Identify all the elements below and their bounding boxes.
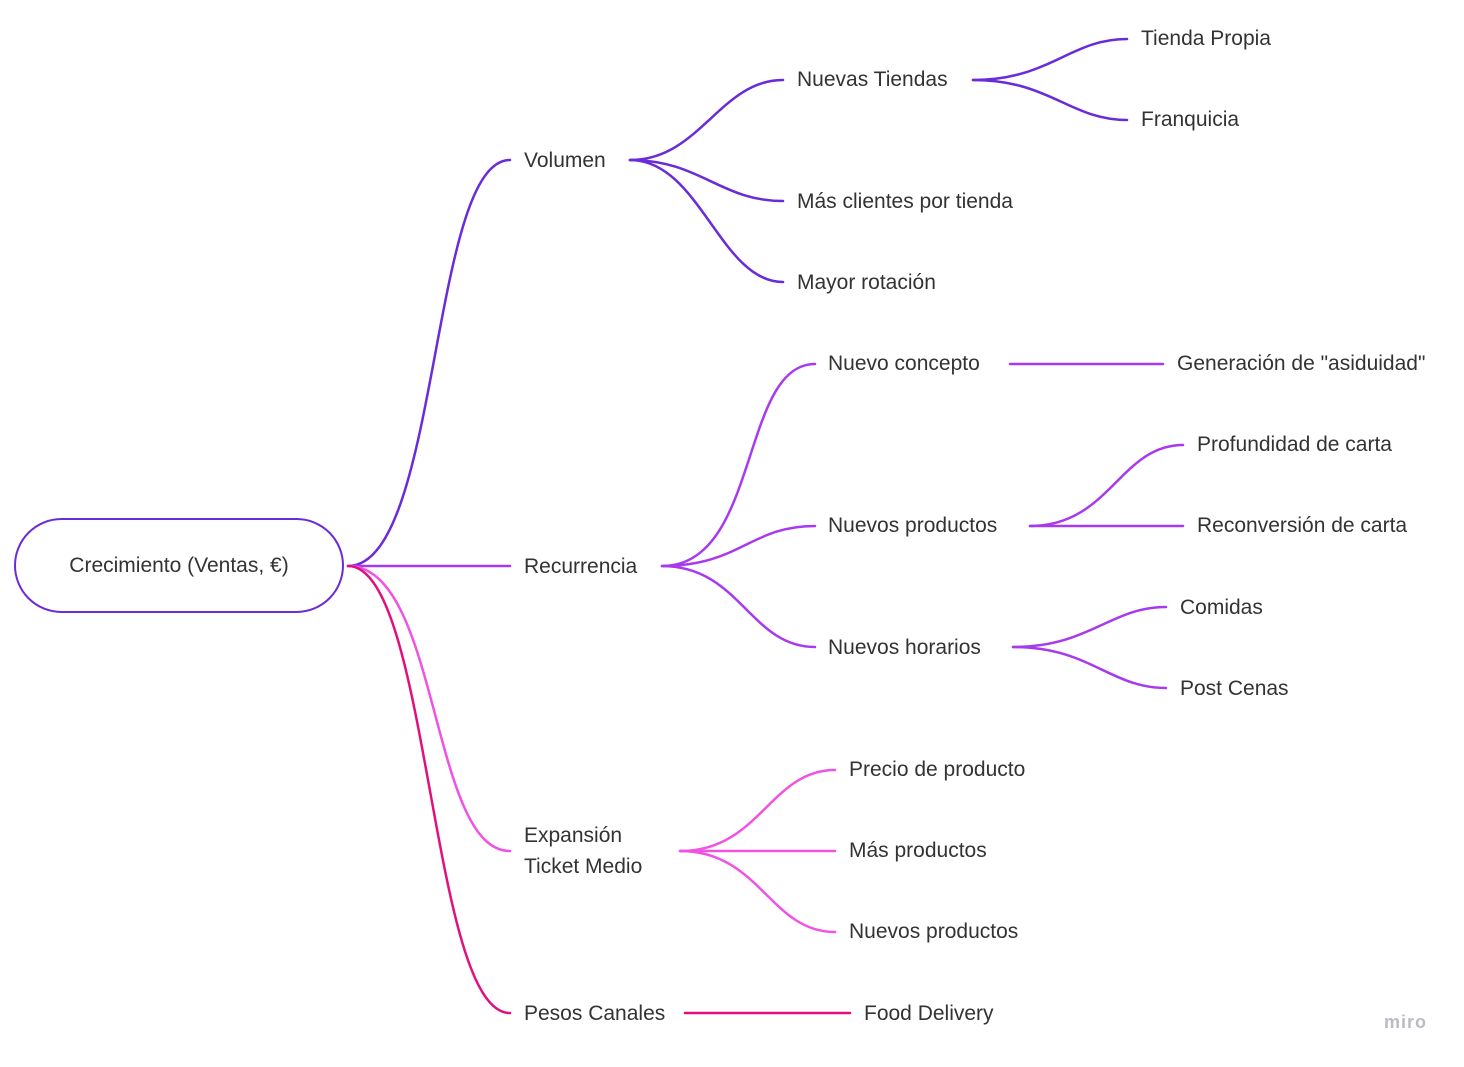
- node-reconversion-carta[interactable]: Reconversión de carta: [1197, 514, 1408, 537]
- node-nuevos-productos-ticket[interactable]: Nuevos productos: [849, 920, 1019, 943]
- node-nuevos-horarios[interactable]: Nuevos horarios: [828, 636, 981, 659]
- node-nuevos-productos-recurrencia[interactable]: Nuevos productos: [828, 514, 998, 537]
- edge-volumen-mayor-rotacion: [628, 158, 785, 284]
- edge-nuevas-tiendas-propia: [971, 37, 1129, 82]
- edge-recurrencia-nuevos-productos: [660, 524, 817, 568]
- node-food-delivery[interactable]: Food Delivery: [864, 1002, 994, 1025]
- node-pesos-canales[interactable]: Pesos Canales: [524, 1002, 666, 1025]
- edge-nuevos-productos-profundidad: [1028, 443, 1185, 528]
- edge-recurrencia-nuevo-concepto: [660, 362, 817, 568]
- node-asiduidad[interactable]: Generación de "asiduidad": [1177, 352, 1426, 375]
- node-nuevo-concepto[interactable]: Nuevo concepto: [828, 352, 980, 375]
- node-comidas[interactable]: Comidas: [1180, 596, 1263, 619]
- node-recurrencia[interactable]: Recurrencia: [524, 555, 638, 578]
- node-franquicia[interactable]: Franquicia: [1141, 108, 1240, 131]
- node-precio-producto[interactable]: Precio de producto: [849, 758, 1026, 781]
- node-tienda-propia[interactable]: Tienda Propia: [1141, 27, 1271, 50]
- node-profundidad-carta[interactable]: Profundidad de carta: [1197, 433, 1392, 456]
- root-label: Crecimiento (Ventas, €): [69, 553, 289, 577]
- edge-nuevos-horarios-postcenas: [1011, 645, 1168, 690]
- edge-ticket-nuevos-productos: [678, 849, 837, 934]
- node-ticket-line2[interactable]: Ticket Medio: [524, 855, 643, 878]
- node-volumen[interactable]: Volumen: [524, 149, 606, 172]
- node-post-cenas[interactable]: Post Cenas: [1180, 677, 1289, 700]
- edge-ticket-precio: [678, 768, 837, 853]
- miro-watermark-logo: miro: [1384, 1012, 1428, 1032]
- node-mas-productos[interactable]: Más productos: [849, 839, 987, 862]
- node-nuevas-tiendas[interactable]: Nuevas Tiendas: [797, 68, 948, 91]
- edge-root-canales: [346, 564, 512, 1015]
- root-node[interactable]: Crecimiento (Ventas, €): [14, 518, 344, 613]
- node-mayor-rotacion[interactable]: Mayor rotación: [797, 271, 936, 294]
- edge-root-ticket: [346, 564, 512, 853]
- node-ticket-line1[interactable]: Expansión: [524, 824, 623, 847]
- node-mas-clientes[interactable]: Más clientes por tienda: [797, 190, 1013, 213]
- edge-volumen-nuevas-tiendas: [628, 78, 785, 162]
- edge-nuevos-horarios-comidas: [1011, 605, 1168, 649]
- edge-root-volumen: [346, 158, 512, 568]
- edge-volumen-mas-clientes: [628, 158, 785, 203]
- edge-recurrencia-nuevos-horarios: [660, 564, 817, 649]
- edge-nuevas-tiendas-franquicia: [971, 78, 1129, 122]
